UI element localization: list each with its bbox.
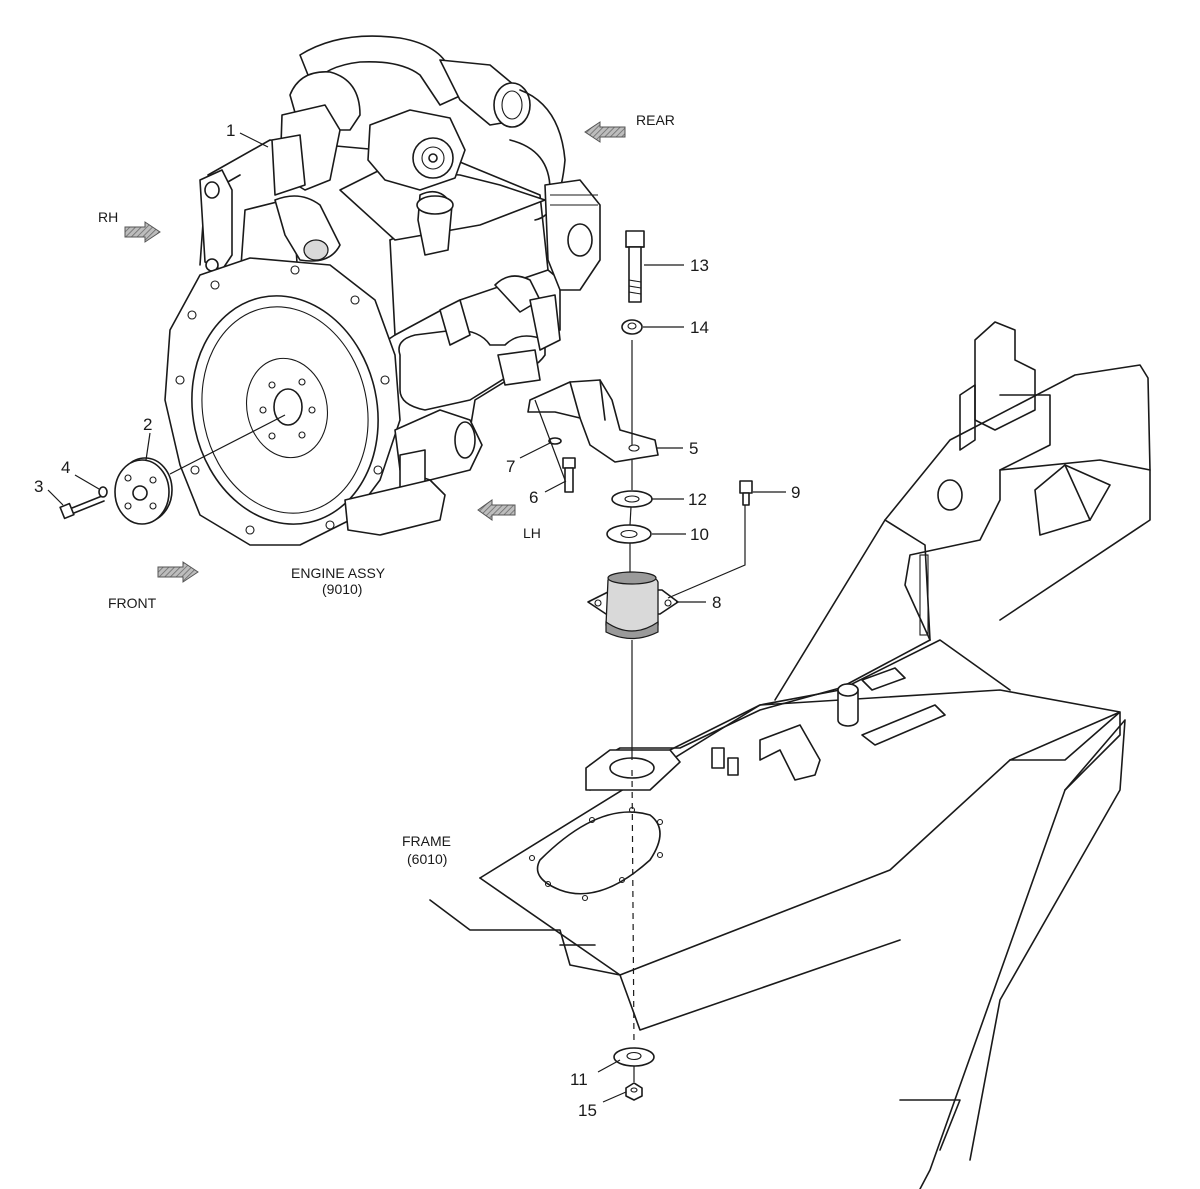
callout-4: 4 — [61, 458, 100, 490]
direction-arrow-rh: RH — [98, 209, 161, 243]
part-9-bolt — [739, 480, 753, 506]
callout-number-13: 13 — [690, 256, 709, 275]
direction-arrow-lh: LH — [477, 499, 541, 541]
housing-bolt-holes — [175, 265, 390, 535]
part-4-washer — [98, 486, 108, 498]
callout-6: 6 — [529, 480, 567, 507]
callout-number-10: 10 — [690, 525, 709, 544]
direction-label-front: FRONT — [108, 595, 157, 611]
callout-number-9: 9 — [791, 483, 800, 502]
direction-label-rear: REAR — [636, 112, 675, 128]
engine-assy-code: (9010) — [322, 581, 362, 597]
flywheel-bolt-holes — [259, 378, 316, 440]
callout-number-5: 5 — [689, 439, 698, 458]
direction-label-lh: LH — [523, 525, 541, 541]
callout-number-2: 2 — [143, 415, 152, 434]
direction-arrow-rear: REAR — [584, 112, 675, 143]
part-3-bolt — [59, 495, 105, 520]
frame-drawing — [429, 321, 1151, 1189]
callout-number-12: 12 — [688, 490, 707, 509]
engine-assembly-drawing — [164, 35, 601, 546]
part-15-nut — [625, 1082, 643, 1101]
part-6-bolt — [562, 457, 576, 493]
part-7-washer — [548, 437, 562, 445]
callout-12: 12 — [652, 490, 707, 509]
direction-label-rh: RH — [98, 209, 118, 225]
callout-number-3: 3 — [34, 477, 43, 496]
part-14-washer — [621, 319, 643, 335]
part-8-rubber-mount — [587, 571, 679, 640]
callout-15: 15 — [578, 1091, 627, 1120]
part-2-coupling — [114, 457, 173, 525]
callout-number-8: 8 — [712, 593, 721, 612]
callout-7: 7 — [506, 442, 551, 476]
callout-number-11: 11 — [570, 1070, 588, 1089]
callout-10: 10 — [652, 525, 709, 544]
part-11-washer — [613, 1047, 655, 1067]
callout-2: 2 — [143, 415, 152, 461]
callout-1: 1 — [226, 121, 269, 148]
frame-title: FRAME — [402, 833, 451, 849]
callout-11: 11 — [570, 1059, 621, 1089]
part-12-washer — [611, 490, 653, 508]
part-10-washer — [606, 524, 652, 544]
callout-3: 3 — [34, 477, 64, 506]
callout-5: 5 — [656, 439, 698, 458]
direction-arrow-front: FRONT — [108, 561, 199, 611]
callout-14: 14 — [643, 318, 709, 337]
callout-number-6: 6 — [529, 488, 538, 507]
frame-bolt-holes — [528, 806, 664, 902]
frame-code: (6010) — [407, 851, 447, 867]
assembly-center-lines — [169, 340, 746, 1082]
callout-number-4: 4 — [61, 458, 70, 477]
callout-9: 9 — [753, 483, 800, 502]
callout-number-1: 1 — [226, 121, 235, 140]
engine-assy-title: ENGINE ASSY — [291, 565, 386, 581]
callout-8: 8 — [676, 593, 721, 612]
callout-13: 13 — [644, 256, 709, 275]
callout-number-15: 15 — [578, 1101, 597, 1120]
callout-number-7: 7 — [506, 457, 515, 476]
part-13-bolt — [625, 230, 645, 303]
part-5-bracket — [527, 379, 659, 463]
callout-number-14: 14 — [690, 318, 709, 337]
